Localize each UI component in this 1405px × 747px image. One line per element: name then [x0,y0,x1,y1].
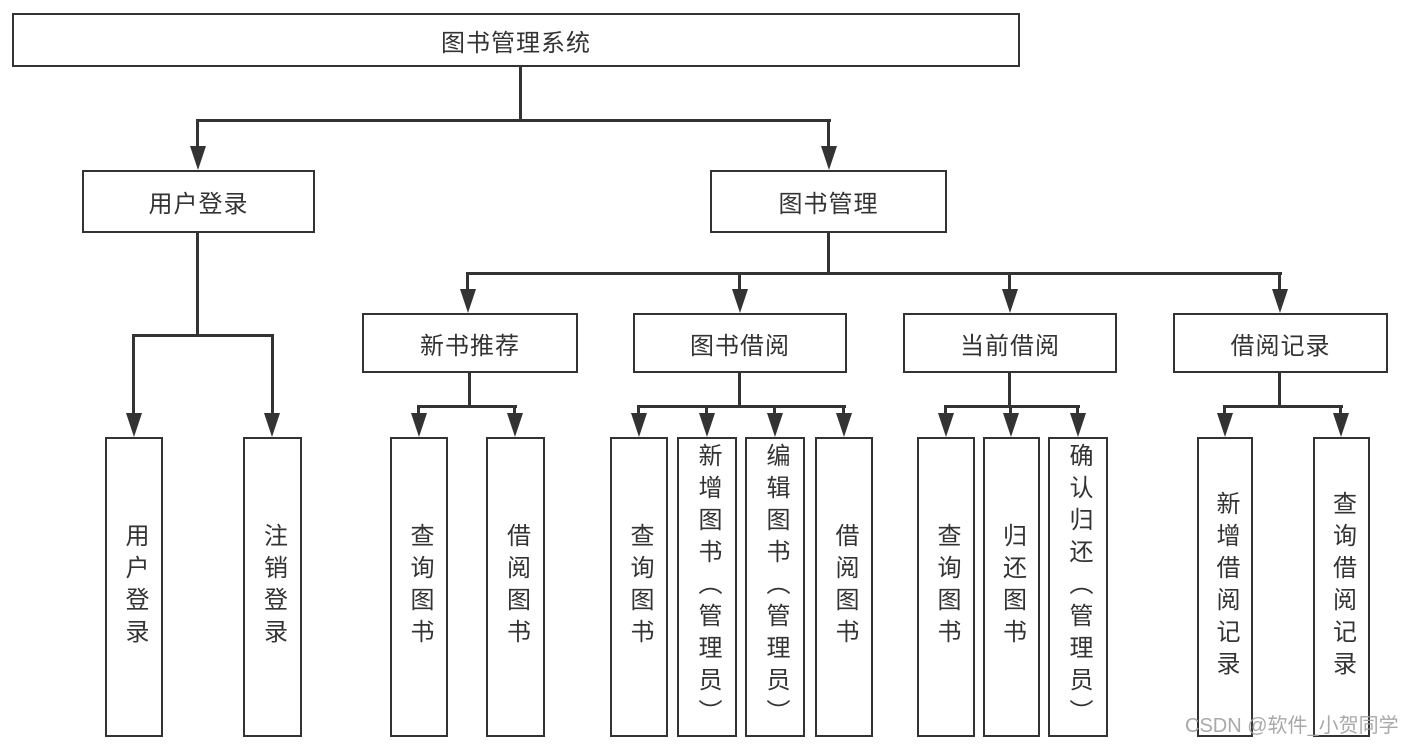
arrow-down-icon [1333,413,1349,437]
connector-records-drop-1 [1223,405,1226,417]
connector-records-stem [1278,373,1281,407]
connector-newbook-drop-1 [417,405,420,417]
leaf-user-login: 用户登录 [105,437,163,737]
arrow-down-icon [1217,413,1233,437]
node-book-management-label: 图书管理 [778,191,879,218]
node-book-management: 图书管理 [710,170,947,233]
connector-current-drop-3 [1076,405,1079,417]
leaf-borrow-books-recommend: 借阅图书 [486,437,545,737]
leaf-return-books: 归还图书 [983,437,1040,737]
connector-current-bar [945,405,1080,408]
leaf-return-books-label: 归还图书 [998,523,1026,651]
node-current-borrowing: 当前借阅 [903,313,1117,373]
connector-root-bar [197,119,831,122]
connector-current-drop-1 [944,405,947,417]
connector-borrowing-drop-4 [842,405,845,417]
connector-bookmgmt-stem [827,233,830,274]
arrow-down-icon [460,289,476,313]
node-borrowing-records-label: 借阅记录 [1230,332,1331,360]
arrow-down-icon [264,413,280,437]
leaf-query-books-current: 查询图书 [917,437,975,737]
leaf-confirm-return-admin-label: 确认归还（管理员） [1065,443,1092,731]
connector-current-stem [1008,373,1011,407]
arrow-down-icon [767,413,783,437]
arrow-down-icon [507,413,523,437]
connector-newbook-stem [468,373,471,407]
connector-userlogin-stem [196,233,199,336]
connector-root-drop-right [827,119,830,149]
arrow-down-icon [126,413,142,437]
connector-borrowing-bar [638,405,846,408]
leaf-query-books-borrowing: 查询图书 [610,437,668,737]
leaf-borrow-books: 借阅图书 [815,437,873,737]
connector-bookmgmt-drop-3 [1008,272,1011,292]
connector-borrowing-drop-1 [637,405,640,417]
connector-root-drop-left [196,119,199,149]
leaf-edit-books-admin-label: 编辑图书（管理员） [762,443,789,731]
connector-borrowing-stem [738,373,741,407]
watermark: CSDN @软件_小贺同学 [1185,715,1399,737]
leaf-query-books-borrowing-label: 查询图书 [626,523,653,651]
leaf-add-books-admin: 新增图书（管理员） [677,437,737,737]
leaf-add-books-admin-label: 新增图书（管理员） [694,443,721,731]
arrow-down-icon [631,413,647,437]
connector-borrowing-drop-2 [705,405,708,417]
arrow-down-icon [699,413,715,437]
leaf-add-borrow-record-label: 新增借阅记录 [1212,491,1239,683]
arrow-down-icon [836,413,852,437]
leaf-confirm-return-admin: 确认归还（管理员） [1048,437,1108,737]
arrow-down-icon [732,289,748,313]
arrow-down-icon [1002,289,1018,313]
connector-bookmgmt-bar [467,272,1282,275]
leaf-edit-books-admin: 编辑图书（管理员） [745,437,805,737]
node-root: 图书管理系统 [12,13,1020,67]
connector-current-drop-2 [1009,405,1012,417]
node-current-borrowing-label: 当前借阅 [960,332,1060,360]
leaf-query-books-recommend: 查询图书 [390,437,448,737]
node-root-label: 图书管理系统 [441,29,591,57]
leaf-logout-label: 注销登录 [259,523,287,651]
connector-userlogin-bar [133,334,274,337]
connector-records-bar [1224,405,1343,408]
node-user-login-label: 用户登录 [148,191,249,218]
node-user-login: 用户登录 [82,170,315,233]
node-book-borrowing-label: 图书借阅 [690,332,790,360]
arrow-down-icon [411,413,427,437]
leaf-user-login-label: 用户登录 [121,523,148,651]
connector-borrowing-drop-3 [773,405,776,417]
leaf-logout: 注销登录 [243,437,302,737]
connector-userlogin-drop-2 [271,334,274,416]
arrow-down-icon [190,146,206,170]
arrow-down-icon [1003,413,1019,437]
arrow-down-icon [938,413,954,437]
leaf-add-borrow-record: 新增借阅记录 [1197,437,1253,737]
leaf-query-borrow-record: 查询借阅记录 [1313,437,1370,737]
leaf-query-books-current-label: 查询图书 [933,523,960,651]
arrow-down-icon [1272,289,1288,313]
connector-newbook-drop-2 [513,405,516,417]
connector-bookmgmt-drop-1 [466,272,469,292]
arrow-down-icon [1070,413,1086,437]
leaf-borrow-books-recommend-label: 借阅图书 [502,523,530,651]
connector-root-stem [519,67,522,121]
node-book-borrowing: 图书借阅 [633,313,847,373]
node-borrowing-records: 借阅记录 [1173,313,1388,373]
node-new-book-recommend: 新书推荐 [362,313,578,373]
connector-bookmgmt-drop-4 [1278,272,1281,292]
node-new-book-recommend-label: 新书推荐 [420,332,520,360]
leaf-query-books-recommend-label: 查询图书 [406,523,433,651]
arrow-down-icon [821,146,837,170]
connector-bookmgmt-drop-2 [738,272,741,292]
connector-userlogin-drop-1 [132,334,135,416]
connector-newbook-bar [418,405,517,408]
connector-records-drop-2 [1339,405,1342,417]
leaf-query-borrow-record-label: 查询借阅记录 [1328,491,1356,683]
leaf-borrow-books-label: 借阅图书 [831,523,858,651]
